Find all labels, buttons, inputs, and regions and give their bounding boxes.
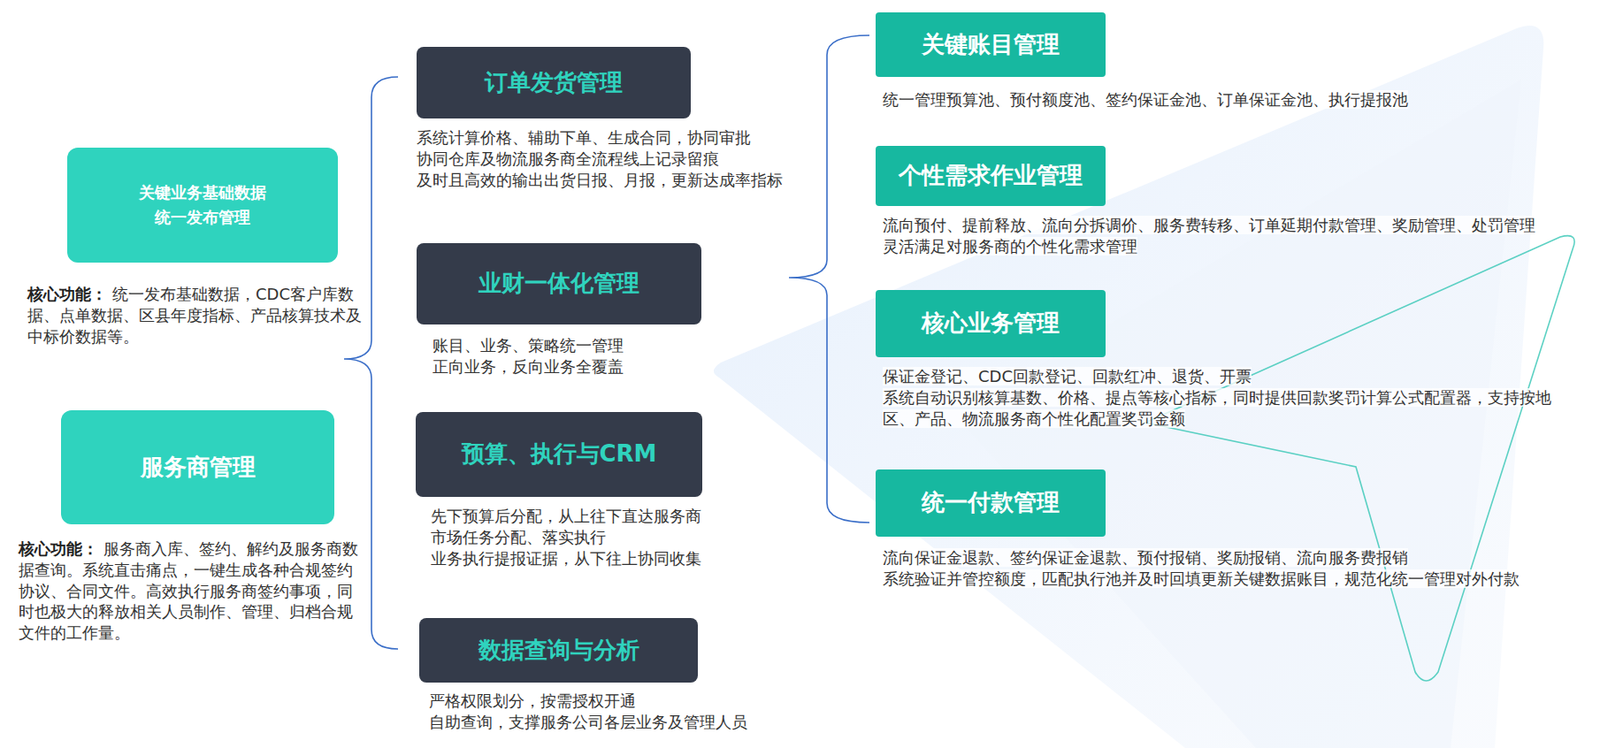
title-box: 核心业务管理 — [875, 290, 1106, 358]
description-text: 保证金登记、CDC回款登记、回款红冲、退货、开票 — [882, 367, 1252, 386]
module-node: 订单发货管理系统计算价格、辅助下单、生成合同，协同审批协同仓库及物流服务商全流程… — [416, 46, 820, 191]
description: 系统计算价格、辅助下单、生成合同，协同审批协同仓库及物流服务商全流程线上记录留痕… — [416, 127, 820, 191]
box-title: 服务商管理 — [140, 453, 256, 482]
description-line: 市场任务分配、落实执行 — [430, 527, 803, 549]
box-title: 核心业务管理 — [921, 309, 1060, 337]
right-bracket — [788, 35, 870, 523]
title-box: 个性需求作业管理 — [875, 145, 1106, 207]
module-node: 预算、执行与CRM 先下预算后分配，从上往下直达服务商市场任务分配、落实执行业务执… — [415, 412, 803, 569]
feature-node: 关键业务基础数据 统一发布管理核心功能：统一发布基础数据，CDC客户库数据、点单… — [67, 147, 368, 347]
description-text: 系统验证并管控额度，匹配执行池并及时回填更新关键数据账目，规范化统一管理对外付款 — [882, 569, 1520, 589]
description-line: 系统自动识别核算基数、价格、提点等核心指标，同时提供回款奖罚计算公式配置器，支持… — [882, 387, 1582, 430]
description: 核心功能：统一发布基础数据，CDC客户库数据、点单数据、区县年度指标、产品核算技… — [27, 283, 368, 347]
description-line: 统一管理预算池、预付额度池、签约保证金池、订单保证金池、执行提报池 — [882, 89, 1582, 111]
description-text: 协同仓库及物流服务商全流程线上记录留痕 — [416, 149, 720, 169]
box-title: 统一付款管理 — [921, 489, 1060, 517]
description-text: 流向保证金退款、签约保证金退款、预付报销、奖励报销、流向服务费报销 — [882, 548, 1409, 567]
description: 统一管理预算池、预付额度池、签约保证金池、订单保证金池、执行提报池 — [882, 89, 1582, 111]
title-box: 关键业务基础数据 统一发布管理 — [67, 147, 338, 263]
title-box: 统一付款管理 — [875, 469, 1106, 537]
description-text: 流向预付、提前释放、流向分拆调价、服务费转移、订单延期付款管理、奖励管理、处罚管… — [882, 215, 1536, 235]
title-box: 服务商管理 — [61, 410, 335, 525]
description-line: 保证金登记、CDC回款登记、回款红冲、退货、开票 — [882, 366, 1582, 388]
description-lead: 核心功能： — [18, 539, 99, 559]
description-text: 市场任务分配、落实执行 — [430, 528, 606, 547]
box-title: 数据查询与分析 — [478, 636, 640, 665]
plane-shadow — [713, 25, 1544, 748]
box-title: 关键业务基础数据 统一发布管理 — [130, 180, 275, 230]
plane-outline — [1145, 236, 1575, 682]
description-text: 统一管理预算池、预付额度池、签约保证金池、订单保证金池、执行提报池 — [882, 90, 1409, 109]
feature-node: 统一付款管理流向保证金退款、签约保证金退款、预付报销、奖励报销、流向服务费报销系… — [875, 469, 1582, 590]
module-node: 数据查询与分析严格权限划分，按需授权开通自助查询，支撑服务公司各层业务及管理人员 — [419, 618, 810, 734]
feature-node: 个性需求作业管理流向预付、提前释放、流向分拆调价、服务费转移、订单延期付款管理、… — [875, 145, 1582, 258]
feature-node: 关键账目管理统一管理预算池、预付额度池、签约保证金池、订单保证金池、执行提报池 — [875, 12, 1582, 111]
description-text: 正向业务，反向业务全覆盖 — [432, 357, 624, 376]
description-text: 及时且高效的输出出货日报、月报，更新达成率指标 — [416, 170, 783, 190]
description: 保证金登记、CDC回款登记、回款红冲、退货、开票系统自动识别核算基数、价格、提点… — [882, 366, 1582, 429]
feature-node: 服务商管理核心功能：服务商入库、签约、解约及服务商数据查询。系统直击痛点，一键生… — [61, 410, 366, 644]
description: 账目、业务、策略统一管理正向业务，反向业务全覆盖 — [432, 335, 787, 378]
description: 流向预付、提前释放、流向分拆调价、服务费转移、订单延期付款管理、奖励管理、处罚管… — [882, 214, 1582, 258]
title-box: 预算、执行与CRM — [415, 412, 703, 498]
description-text: 系统计算价格、辅助下单、生成合同，协同审批 — [416, 128, 751, 147]
title-box: 数据查询与分析 — [419, 618, 698, 683]
description-line: 先下预算后分配，从上往下直达服务商 — [430, 505, 803, 528]
box-title: 关键账目管理 — [921, 30, 1060, 59]
description-line: 协同仓库及物流服务商全流程线上记录留痕 — [416, 148, 820, 170]
description-text: 系统自动识别核算基数、价格、提点等核心指标，同时提供回款奖罚计算公式配置器，支持… — [882, 388, 1552, 429]
description-text: 灵活满足对服务商的个性化需求管理 — [882, 237, 1138, 256]
description-text: 自助查询，支撑服务公司各层业务及管理人员 — [428, 712, 748, 732]
box-title: 预算、执行与CRM — [461, 440, 658, 468]
description-line: 自助查询，支撑服务公司各层业务及管理人员 — [428, 711, 810, 734]
description: 严格权限划分，按需授权开通自助查询，支撑服务公司各层业务及管理人员 — [428, 690, 810, 734]
description-line: 系统计算价格、辅助下单、生成合同，协同审批 — [416, 127, 820, 149]
description-text: 账目、业务、策略统一管理 — [432, 336, 624, 355]
box-title: 订单发货管理 — [484, 68, 623, 97]
title-box: 关键账目管理 — [875, 12, 1106, 77]
description-line: 账目、业务、策略统一管理 — [432, 335, 787, 357]
description-line: 严格权限划分，按需授权开通 — [428, 690, 810, 712]
description: 流向保证金退款、签约保证金退款、预付报销、奖励报销、流向服务费报销系统验证并管控… — [882, 547, 1582, 590]
title-box: 订单发货管理 — [416, 46, 691, 119]
description-line: 及时且高效的输出出货日报、月报，更新达成率指标 — [416, 169, 820, 192]
description-line: 核心功能：服务商入库、签约、解约及服务商数据查询。系统直击痛点，一键生成各种合规… — [18, 538, 366, 644]
description-text: 严格权限划分，按需授权开通 — [428, 691, 636, 711]
box-title: 业财一体化管理 — [478, 269, 640, 298]
box-title: 个性需求作业管理 — [898, 161, 1083, 190]
feature-node: 核心业务管理保证金登记、CDC回款登记、回款红冲、退货、开票系统自动识别核算基数… — [875, 290, 1582, 429]
description-line: 系统验证并管控额度，匹配执行池并及时回填更新关键数据账目，规范化统一管理对外付款 — [882, 568, 1582, 590]
description-text: 先下预算后分配，从上往下直达服务商 — [430, 506, 702, 526]
description-lead: 核心功能： — [27, 284, 108, 304]
description: 先下预算后分配，从上往下直达服务商市场任务分配、落实执行业务执行提报证据，从下往… — [430, 505, 803, 569]
description-line: 正向业务，反向业务全覆盖 — [432, 356, 787, 378]
description: 核心功能：服务商入库、签约、解约及服务商数据查询。系统直击痛点，一键生成各种合规… — [18, 538, 366, 644]
description-text: 业务执行提报证据，从下往上协同收集 — [430, 549, 702, 568]
description-line: 业务执行提报证据，从下往上协同收集 — [430, 548, 803, 570]
description-line: 流向预付、提前释放、流向分拆调价、服务费转移、订单延期付款管理、奖励管理、处罚管… — [882, 214, 1582, 237]
module-node: 业财一体化管理账目、业务、策略统一管理正向业务，反向业务全覆盖 — [416, 243, 787, 378]
description-line: 灵活满足对服务商的个性化需求管理 — [882, 236, 1582, 258]
title-box: 业财一体化管理 — [416, 243, 702, 325]
description-line: 核心功能：统一发布基础数据，CDC客户库数据、点单数据、区县年度指标、产品核算技… — [27, 283, 368, 347]
description-line: 流向保证金退款、签约保证金退款、预付报销、奖励报销、流向服务费报销 — [882, 547, 1582, 569]
